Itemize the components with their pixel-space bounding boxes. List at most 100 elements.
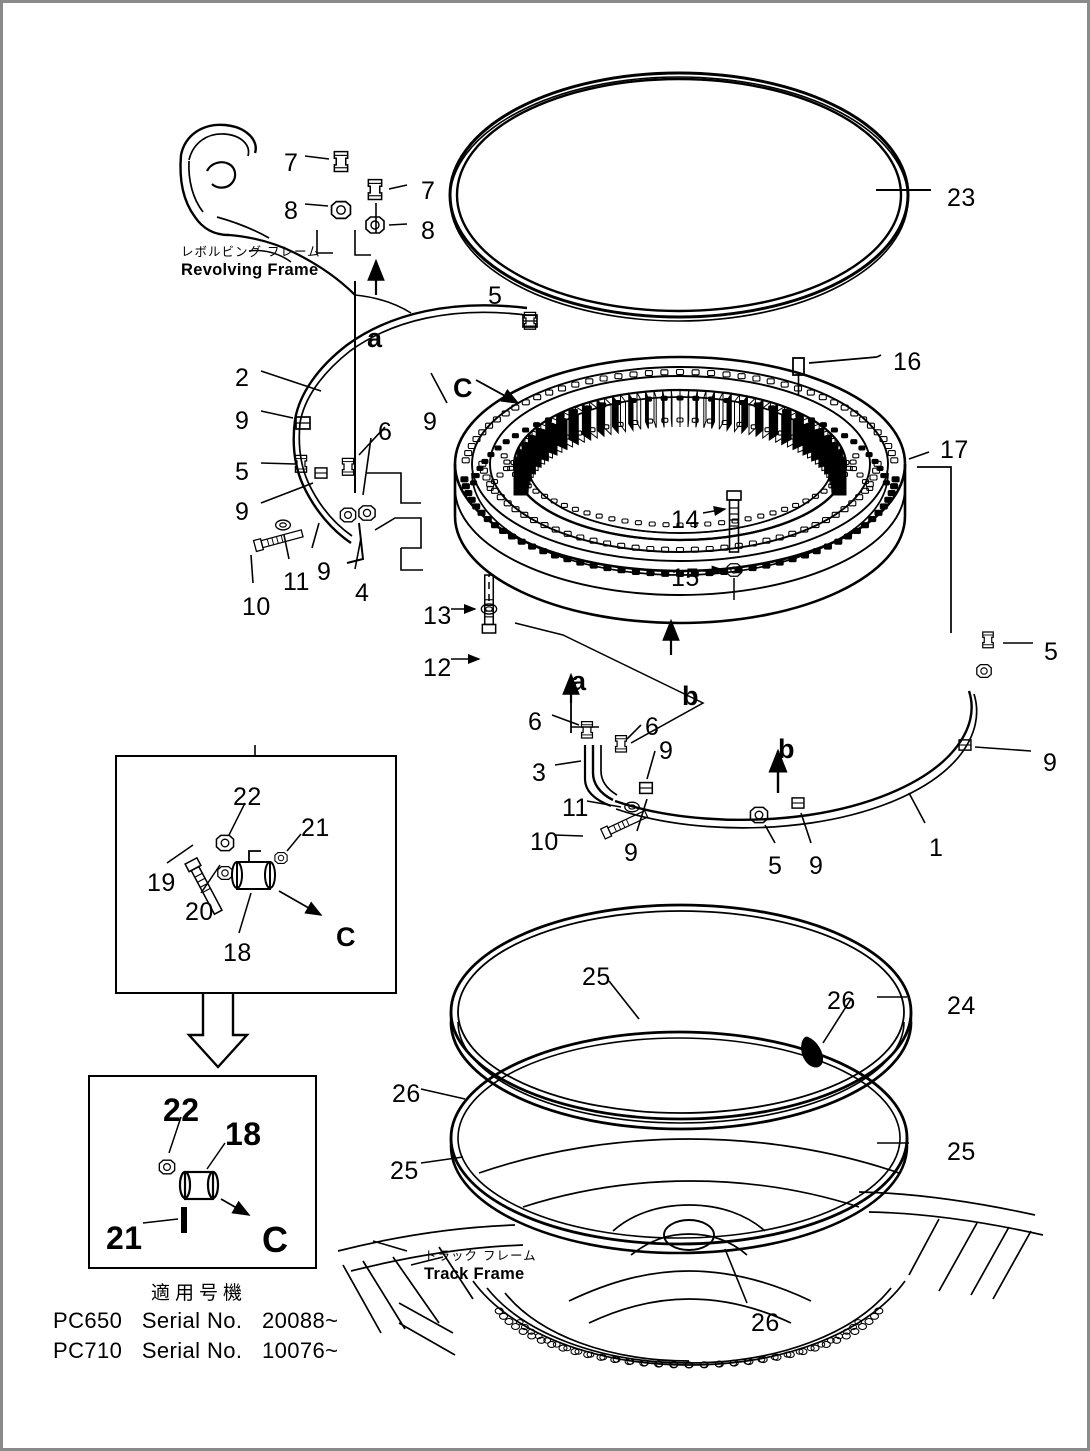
part-9-clamp [522, 314, 538, 328]
callout-9: 9 [423, 408, 438, 436]
section-mark-a: a [367, 323, 383, 353]
inset-lower-parts [142, 1116, 251, 1233]
inset-callout-18: 18 [223, 939, 252, 967]
callout-9: 9 [235, 498, 250, 526]
part-7-fitting [333, 150, 349, 173]
swing-circle-internal-gear [513, 390, 847, 496]
part-9-clamp [791, 797, 805, 809]
callout-6: 6 [378, 418, 393, 446]
track-frame-outline [337, 1138, 1044, 1366]
part-8-fitting [330, 200, 352, 220]
part-11-washer [274, 519, 292, 531]
callout-6: 6 [645, 713, 660, 741]
callout-10: 10 [242, 593, 271, 621]
callout-3: 3 [532, 759, 547, 787]
callout-9: 9 [235, 407, 250, 435]
callout-5: 5 [235, 458, 250, 486]
callout-14: 14 [671, 506, 700, 534]
serial-label-1: Serial No. [141, 1308, 243, 1333]
callout-1: 1 [929, 834, 944, 862]
serial-model-2: PC710 [53, 1338, 123, 1363]
part-6-joint [614, 735, 628, 753]
revolving-frame-outline [179, 123, 412, 314]
part-23-seal-ring [448, 71, 910, 322]
section-mark-b: b [778, 734, 795, 764]
callout-10: 10 [530, 828, 559, 856]
part-6-joint [341, 457, 355, 476]
inset-callout-18: 18 [225, 1116, 262, 1152]
callout-26: 26 [751, 1309, 780, 1337]
inset-callout-22: 22 [163, 1092, 200, 1128]
section-mark-b: b [682, 681, 699, 711]
callout-9: 9 [809, 852, 824, 880]
section-mark-c: C [453, 373, 473, 403]
callout-9: 9 [659, 737, 674, 765]
track-frame-bolt-holes [494, 1307, 884, 1369]
part-25-lower-ring [449, 1030, 909, 1255]
inset-relation-arrow [186, 993, 250, 1069]
section-mark-c: C [336, 922, 356, 952]
revolving-frame-label-jp: レボルビング フレーム [181, 244, 321, 259]
callout-5: 5 [488, 282, 503, 310]
inset-callout-19: 19 [147, 869, 176, 897]
callout-26: 26 [827, 987, 856, 1015]
section-mark-a: a [571, 666, 587, 696]
callout-9: 9 [317, 558, 332, 586]
callout-26: 26 [392, 1080, 421, 1108]
callout-25: 25 [947, 1138, 976, 1166]
callout-24: 24 [947, 992, 976, 1020]
callout-23: 23 [947, 184, 976, 212]
callout-25: 25 [582, 963, 611, 991]
inset-callout-21: 21 [301, 814, 330, 842]
part-9-clamp [976, 663, 992, 679]
inset-callout-20: 20 [185, 898, 214, 926]
callout-5: 5 [1044, 638, 1059, 666]
callout-8: 8 [284, 197, 299, 225]
inset-callout-21: 21 [106, 1220, 143, 1256]
part-6-joint [580, 721, 594, 739]
callout-7: 7 [421, 177, 436, 205]
serial-note-heading: 適用号機 [151, 1282, 248, 1304]
part-9-clamp [295, 416, 311, 430]
callout-11: 11 [562, 794, 589, 822]
callout-6: 6 [528, 708, 543, 736]
serial-value-2: 10076~ [261, 1338, 339, 1363]
part-16-grease-nipple [792, 357, 805, 395]
part-10-bolt [600, 808, 650, 840]
part-8-fitting [365, 216, 385, 234]
callout-5: 5 [768, 852, 783, 880]
revolving-frame-label-en: Revolving Frame [181, 261, 319, 279]
inset-upper-parts [166, 802, 323, 934]
part-9-clamp [314, 467, 328, 479]
part-1-grease-hose-lower [591, 690, 978, 829]
callout-15: 15 [671, 564, 700, 592]
callout-2: 2 [235, 364, 250, 392]
callout-9: 9 [624, 839, 639, 867]
callout-8: 8 [421, 217, 436, 245]
part-14-mounting-bolt [726, 490, 742, 553]
part-7-fitting [367, 178, 383, 201]
callout-4: 4 [355, 579, 370, 607]
part-6-joint [358, 505, 376, 521]
serial-line-2: PC710 Serial No. 10076~ [53, 1340, 338, 1362]
callout-13: 13 [423, 602, 452, 630]
serial-model-1: PC650 [53, 1308, 123, 1333]
part-10-bolt [252, 527, 305, 553]
part-9-clamp [638, 781, 654, 795]
serial-label-2: Serial No. [141, 1338, 243, 1363]
inset-callout-22: 22 [233, 783, 262, 811]
part-6-joint [339, 507, 357, 523]
part-24-upper-ring [449, 903, 913, 1131]
part-2-grease-hose-upper [292, 304, 528, 544]
callout-12: 12 [423, 654, 452, 682]
diagram-artwork [142, 71, 1044, 1369]
serial-value-1: 20088~ [261, 1308, 339, 1333]
callout-17: 17 [940, 436, 969, 464]
callout-7: 7 [284, 149, 299, 177]
detail-c-lower-box [88, 1075, 317, 1269]
callout-9: 9 [1043, 749, 1058, 777]
section-mark-c: C [262, 1219, 288, 1260]
track-frame-label-en: Track Frame [424, 1265, 525, 1283]
track-frame-label-jp: トラック フレーム [424, 1248, 537, 1263]
